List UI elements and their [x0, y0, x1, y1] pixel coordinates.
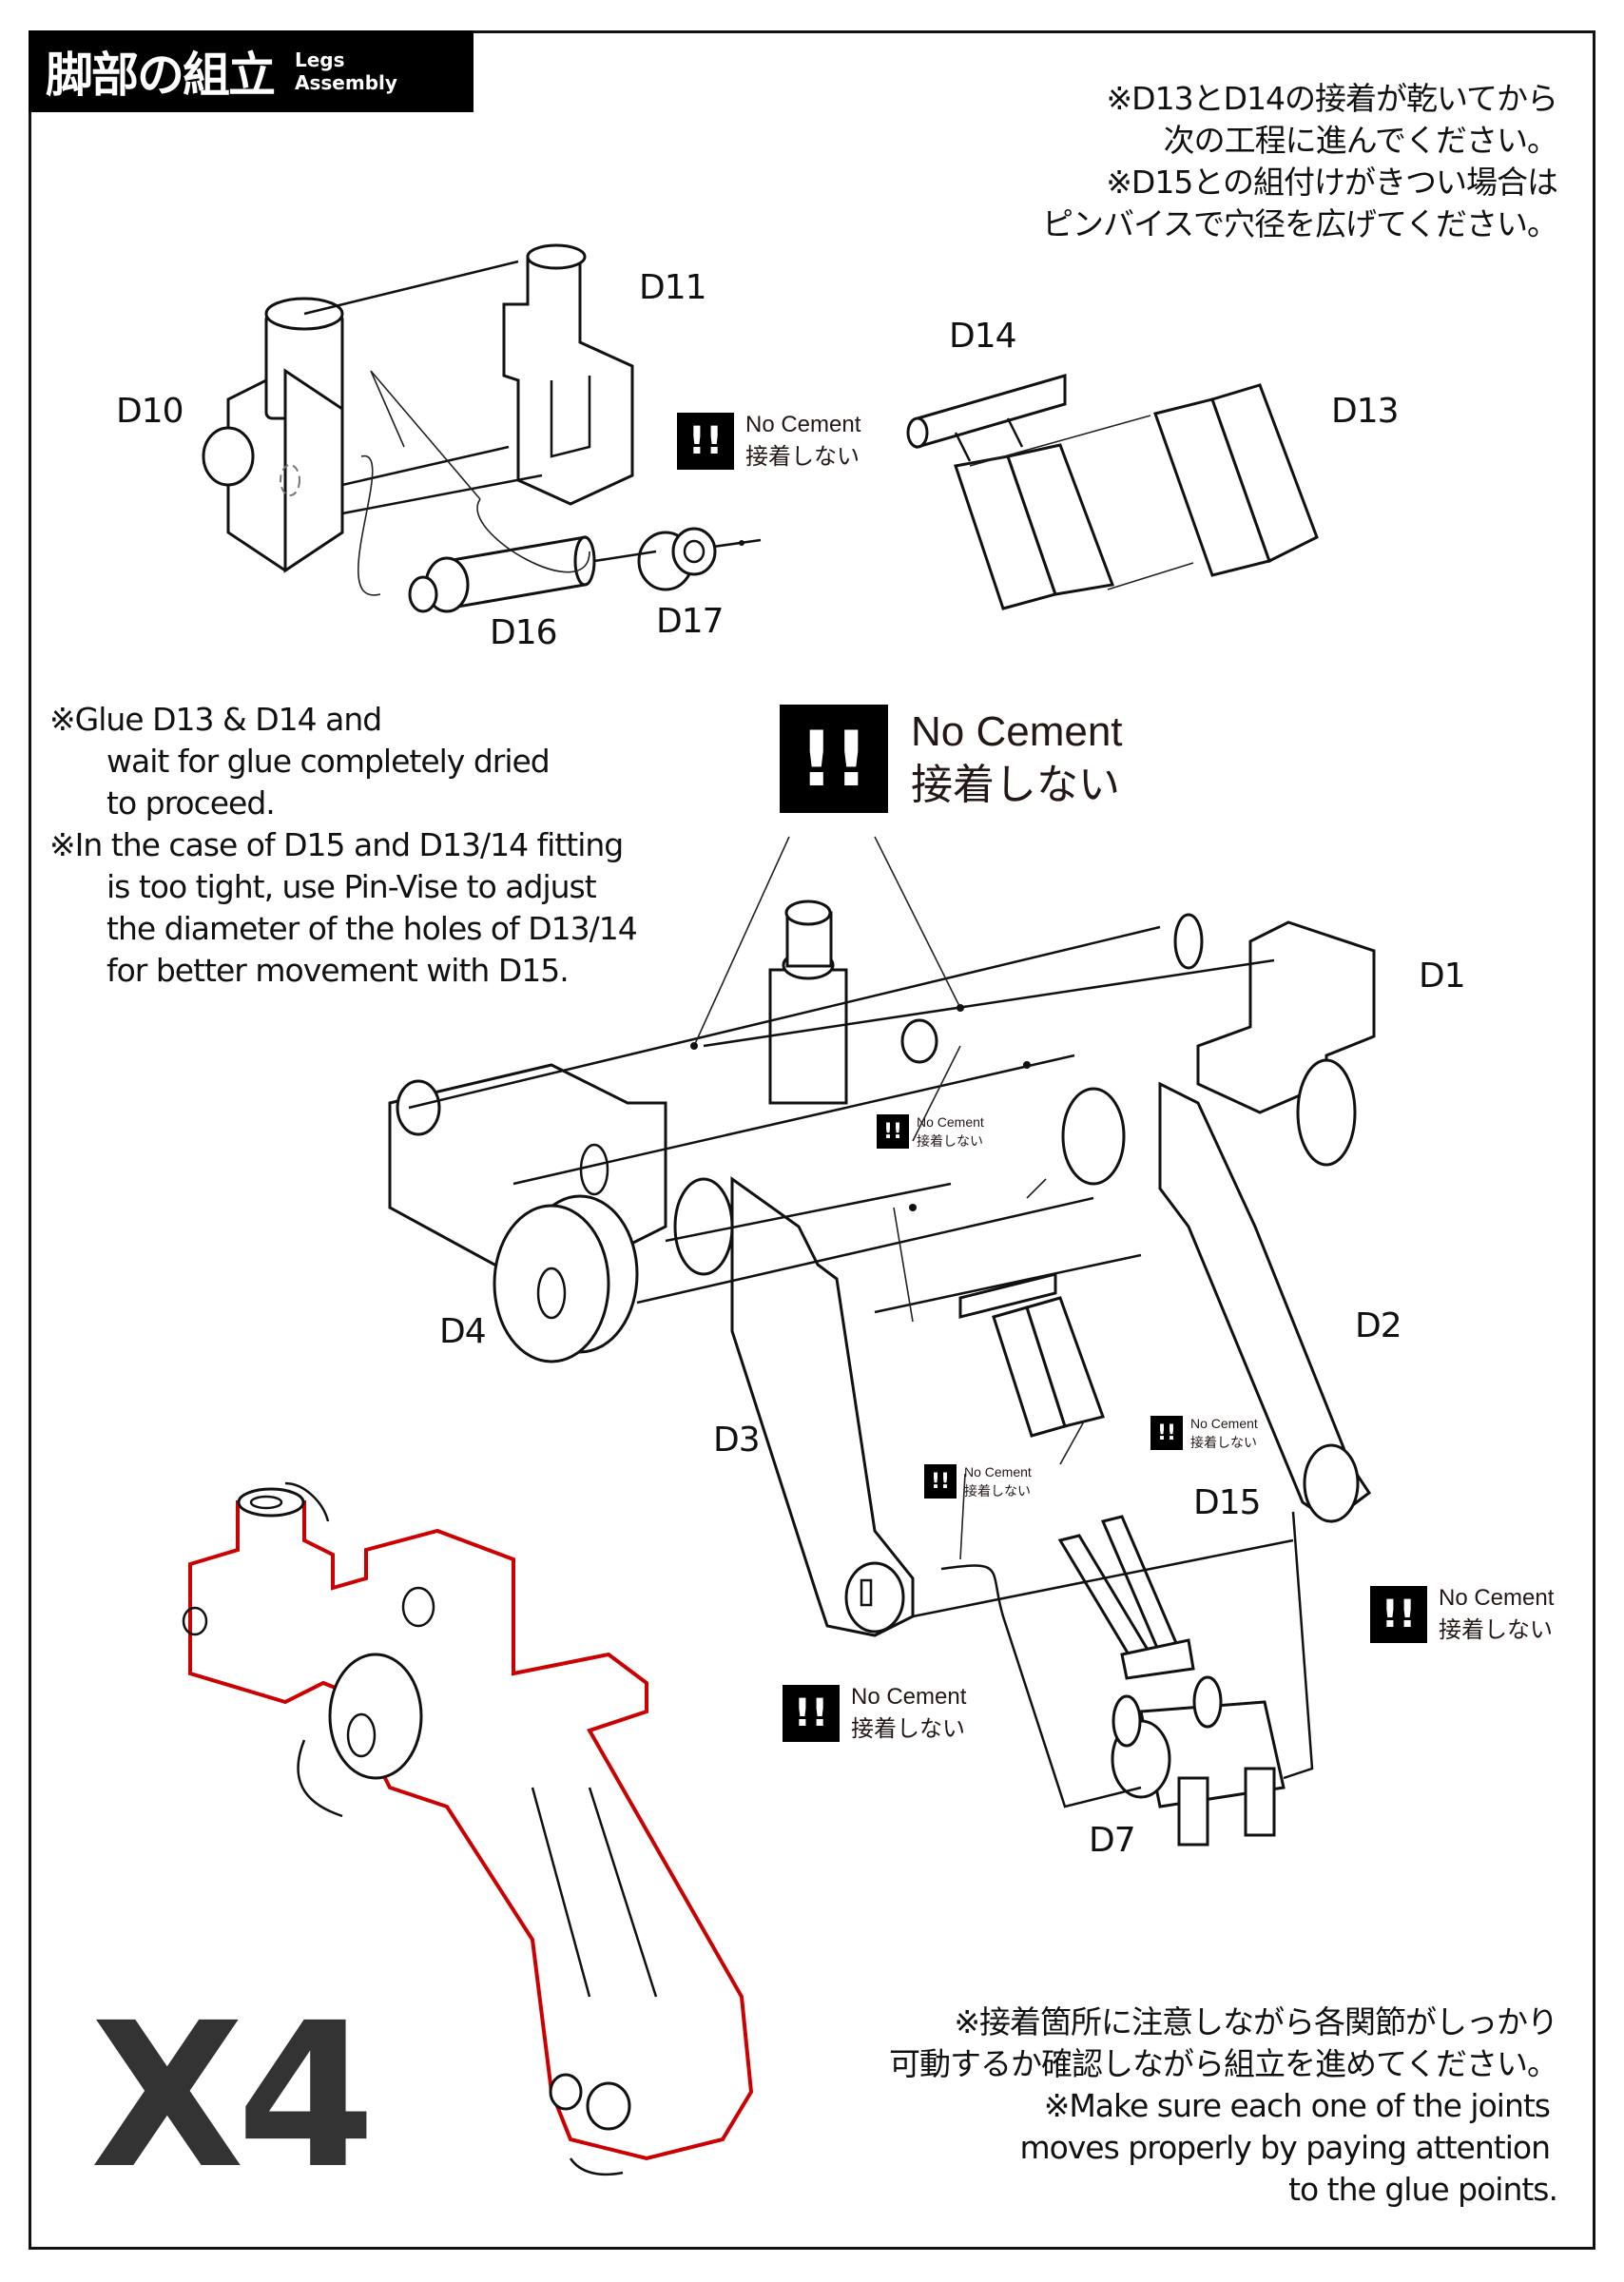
label-d2: D2	[1355, 1306, 1402, 1345]
warning-icon: !!	[780, 705, 888, 813]
note-line: the diameter of the holes of D13/14	[106, 910, 638, 947]
no-cement-jp: 接着しない	[1439, 1617, 1553, 1643]
note-line: ※In the case of D15 and D13/14 fitting	[49, 826, 624, 863]
note-line: moves properly by paying attention	[1019, 2129, 1551, 2166]
part-d7-drawing	[1111, 1675, 1286, 1847]
part-d14-drawing	[906, 374, 1115, 610]
part-d3-drawing	[673, 1176, 915, 1637]
no-cement-en: No Cement	[745, 412, 861, 437]
no-cement-jp: 接着しない	[851, 1716, 965, 1742]
note-line: 次の工程に進んでください。	[1163, 122, 1558, 159]
no-cement-callout: !! No Cement 接着しない	[780, 705, 1123, 813]
no-cement-en: No Cement	[917, 1114, 984, 1130]
warning-icon: !!	[677, 413, 734, 470]
part-d17-drawing	[637, 527, 717, 591]
label-d14: D14	[949, 317, 1017, 356]
no-cement-en: No Cement	[1439, 1585, 1555, 1611]
note-line: ピンバイスで穴径を広げてください。	[1041, 205, 1558, 242]
no-cement-callout: !! No Cement 接着しない	[1370, 1582, 1554, 1647]
no-cement-en: No Cement	[1190, 1416, 1258, 1431]
note-line: ※D15との組付けがきつい場合は	[1106, 164, 1558, 201]
note-line: ※D13とD14の接着が乾いてから	[1106, 80, 1558, 117]
note-top-right-jp: ※D13とD14の接着が乾いてから 次の工程に進んでください。 ※D15との組付…	[1041, 78, 1558, 245]
no-cement-callout: !! No Cement 接着しない	[677, 409, 860, 474]
no-cement-callout: !! No Cement 接着しない	[877, 1112, 984, 1151]
label-d7: D7	[1089, 1821, 1136, 1860]
part-d10-drawing	[202, 297, 344, 573]
note-line: ※Make sure each one of the joints	[1043, 2087, 1551, 2124]
note-line: wait for glue completely dried	[106, 743, 551, 780]
no-cement-jp: 接着しない	[964, 1483, 1031, 1499]
label-d1: D1	[1419, 957, 1466, 996]
section-title-jp: 脚部の組立	[46, 48, 276, 103]
note-bottom-right: ※接着箇所に注意しながら各関節がしっかり 可動するか確認しながら組立を進めてくだ…	[888, 2002, 1558, 2211]
label-d4: D4	[439, 1312, 487, 1351]
label-d3: D3	[713, 1421, 761, 1460]
part-d16-drawing	[408, 535, 596, 613]
warning-icon: !!	[783, 1685, 840, 1742]
no-cement-jp: 接着しない	[1190, 1435, 1257, 1450]
title-en-line2: Assembly	[295, 71, 397, 94]
no-cement-jp: 接着しない	[745, 444, 860, 470]
label-d11: D11	[639, 268, 707, 307]
part-d1-drawing	[1173, 913, 1376, 1167]
page-frame	[29, 30, 1595, 2250]
section-header: 脚部の組立 Legs Assembly	[29, 30, 474, 112]
part-d13-drawing	[1153, 383, 1319, 577]
no-cement-en: No Cement	[964, 1464, 1032, 1479]
no-cement-callout: !! No Cement 接着しない	[1150, 1414, 1258, 1452]
label-d13: D13	[1331, 392, 1400, 431]
part-d15-drawing	[958, 1272, 1195, 1680]
label-d15: D15	[1193, 1483, 1262, 1522]
note-line: 可動するか確認しながら組立を進めてください。	[888, 2045, 1558, 2082]
no-cement-en: No Cement	[911, 708, 1123, 755]
section-title-en: Legs Assembly	[295, 48, 397, 94]
note-left-en: ※Glue D13 & D14 and wait for glue comple…	[49, 699, 638, 992]
note-line: ※接着箇所に注意しながら各関節がしっかり	[954, 2003, 1558, 2040]
warning-icon: !!	[1370, 1586, 1427, 1643]
quantity-label: X4	[90, 1980, 376, 2213]
note-line: to the glue points.	[1288, 2171, 1558, 2208]
warning-icon: !!	[924, 1464, 957, 1499]
note-line: is too tight, use Pin-Vise to adjust	[106, 868, 597, 905]
part-d10-assembled-drawing	[768, 899, 938, 1105]
note-line: for better movement with D15.	[106, 952, 570, 989]
part-d2-drawing	[1061, 1081, 1372, 1523]
label-d10: D10	[116, 392, 184, 431]
assembled-leg-drawing	[182, 1481, 754, 2176]
warning-icon: !!	[877, 1114, 909, 1149]
note-line: ※Glue D13 & D14 and	[49, 701, 382, 738]
label-d16: D16	[490, 613, 558, 652]
note-line: to proceed.	[106, 784, 276, 822]
no-cement-callout: !! No Cement 接着しない	[783, 1681, 966, 1746]
part-d11-drawing	[502, 243, 634, 506]
no-cement-en: No Cement	[851, 1684, 967, 1710]
no-cement-jp: 接着しない	[917, 1133, 983, 1149]
warning-icon: !!	[1150, 1416, 1183, 1450]
no-cement-callout: !! No Cement 接着しない	[924, 1462, 1032, 1500]
title-en-line1: Legs	[295, 48, 345, 71]
part-d4-drawing	[493, 1194, 639, 1363]
no-cement-jp: 接着しない	[911, 762, 1120, 808]
label-d17: D17	[656, 602, 725, 641]
